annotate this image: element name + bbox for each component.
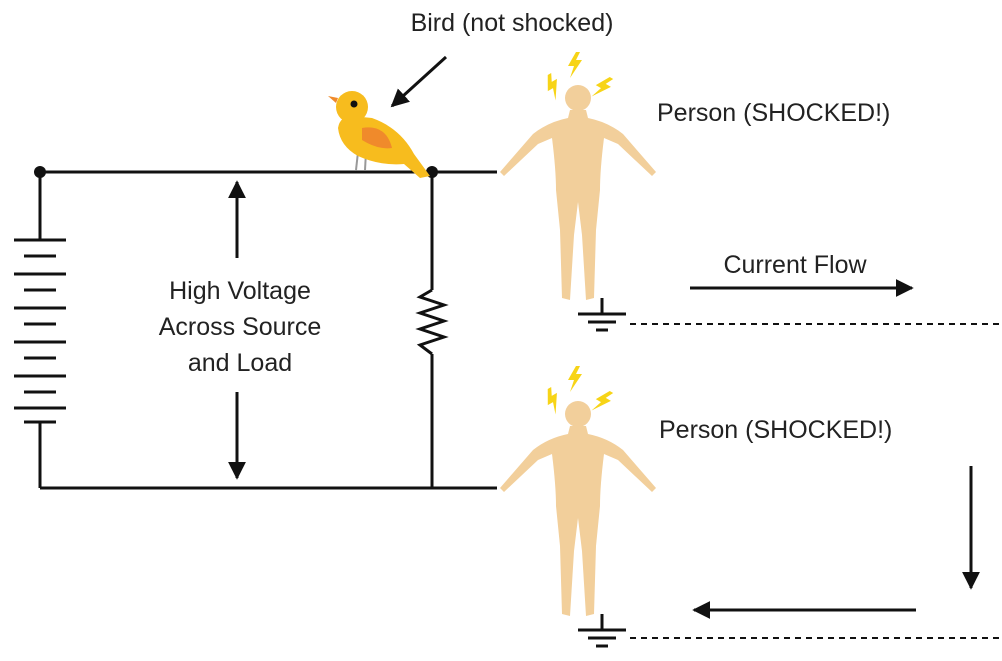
ground-icon-bottom <box>578 614 626 648</box>
resistor-icon <box>415 288 449 356</box>
voltage-label-line1: High Voltage <box>169 277 311 305</box>
battery-icon <box>14 238 66 424</box>
person-bottom-label: Person (SHOCKED!) <box>659 416 892 444</box>
voltage-label-line2: Across Source <box>159 313 322 341</box>
person-icon-bottom <box>500 401 656 616</box>
junction-dot-left <box>34 166 46 178</box>
current-flow-label: Current Flow <box>723 251 867 279</box>
ground-icon-top <box>578 298 626 332</box>
bird-pointer-arrow <box>390 55 448 108</box>
person-icon-top <box>500 85 656 300</box>
person-top-label: Person (SHOCKED!) <box>657 99 890 127</box>
bird-icon <box>328 91 430 178</box>
voltage-label-line3: and Load <box>188 349 292 377</box>
bird-label: Bird (not shocked) <box>411 9 614 37</box>
